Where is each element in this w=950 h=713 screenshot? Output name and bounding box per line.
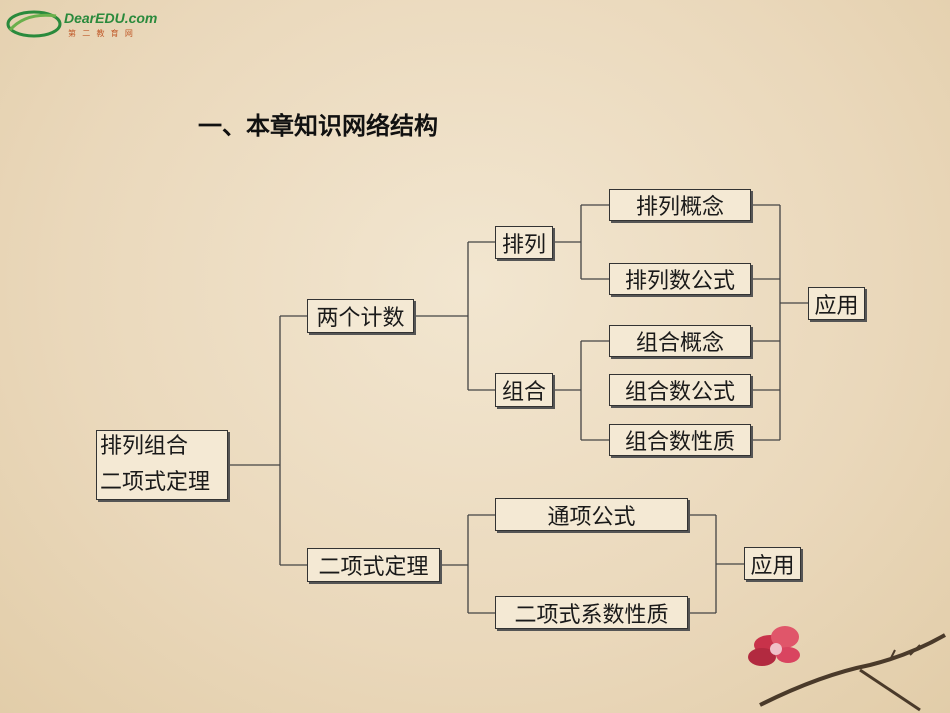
combination-node: 组合 (495, 373, 553, 407)
application-node-2: 应用 (744, 547, 801, 580)
general-term-node: 通项公式 (495, 498, 688, 531)
counting-node: 两个计数 (307, 299, 414, 333)
magnolia-flower-icon (748, 626, 946, 712)
comb-property-node: 组合数性质 (609, 424, 751, 456)
comb-concept-node: 组合概念 (609, 325, 751, 357)
root-line-2: 二项式定理 (100, 470, 211, 495)
logo-sub: 第 二 教 育 网 (68, 29, 135, 38)
logo-swoosh-icon (6, 10, 62, 38)
root-line-1: 排列组合 (100, 434, 189, 459)
coeff-property-node: 二项式系数性质 (495, 596, 688, 629)
application-node-1: 应用 (808, 287, 865, 320)
perm-formula-node: 排列数公式 (609, 263, 751, 295)
logo-brand: DearEDU.com (64, 10, 158, 26)
logo: DearEDU.com 第 二 教 育 网 (6, 4, 157, 44)
perm-concept-node: 排列概念 (609, 189, 751, 221)
page-title: 一、本章知识网络结构 (198, 112, 438, 140)
comb-formula-node: 组合数公式 (609, 374, 751, 406)
root-node: 排列组合 二项式定理 (96, 430, 228, 500)
permutation-node: 排列 (495, 226, 553, 259)
binomial-node: 二项式定理 (307, 548, 440, 582)
